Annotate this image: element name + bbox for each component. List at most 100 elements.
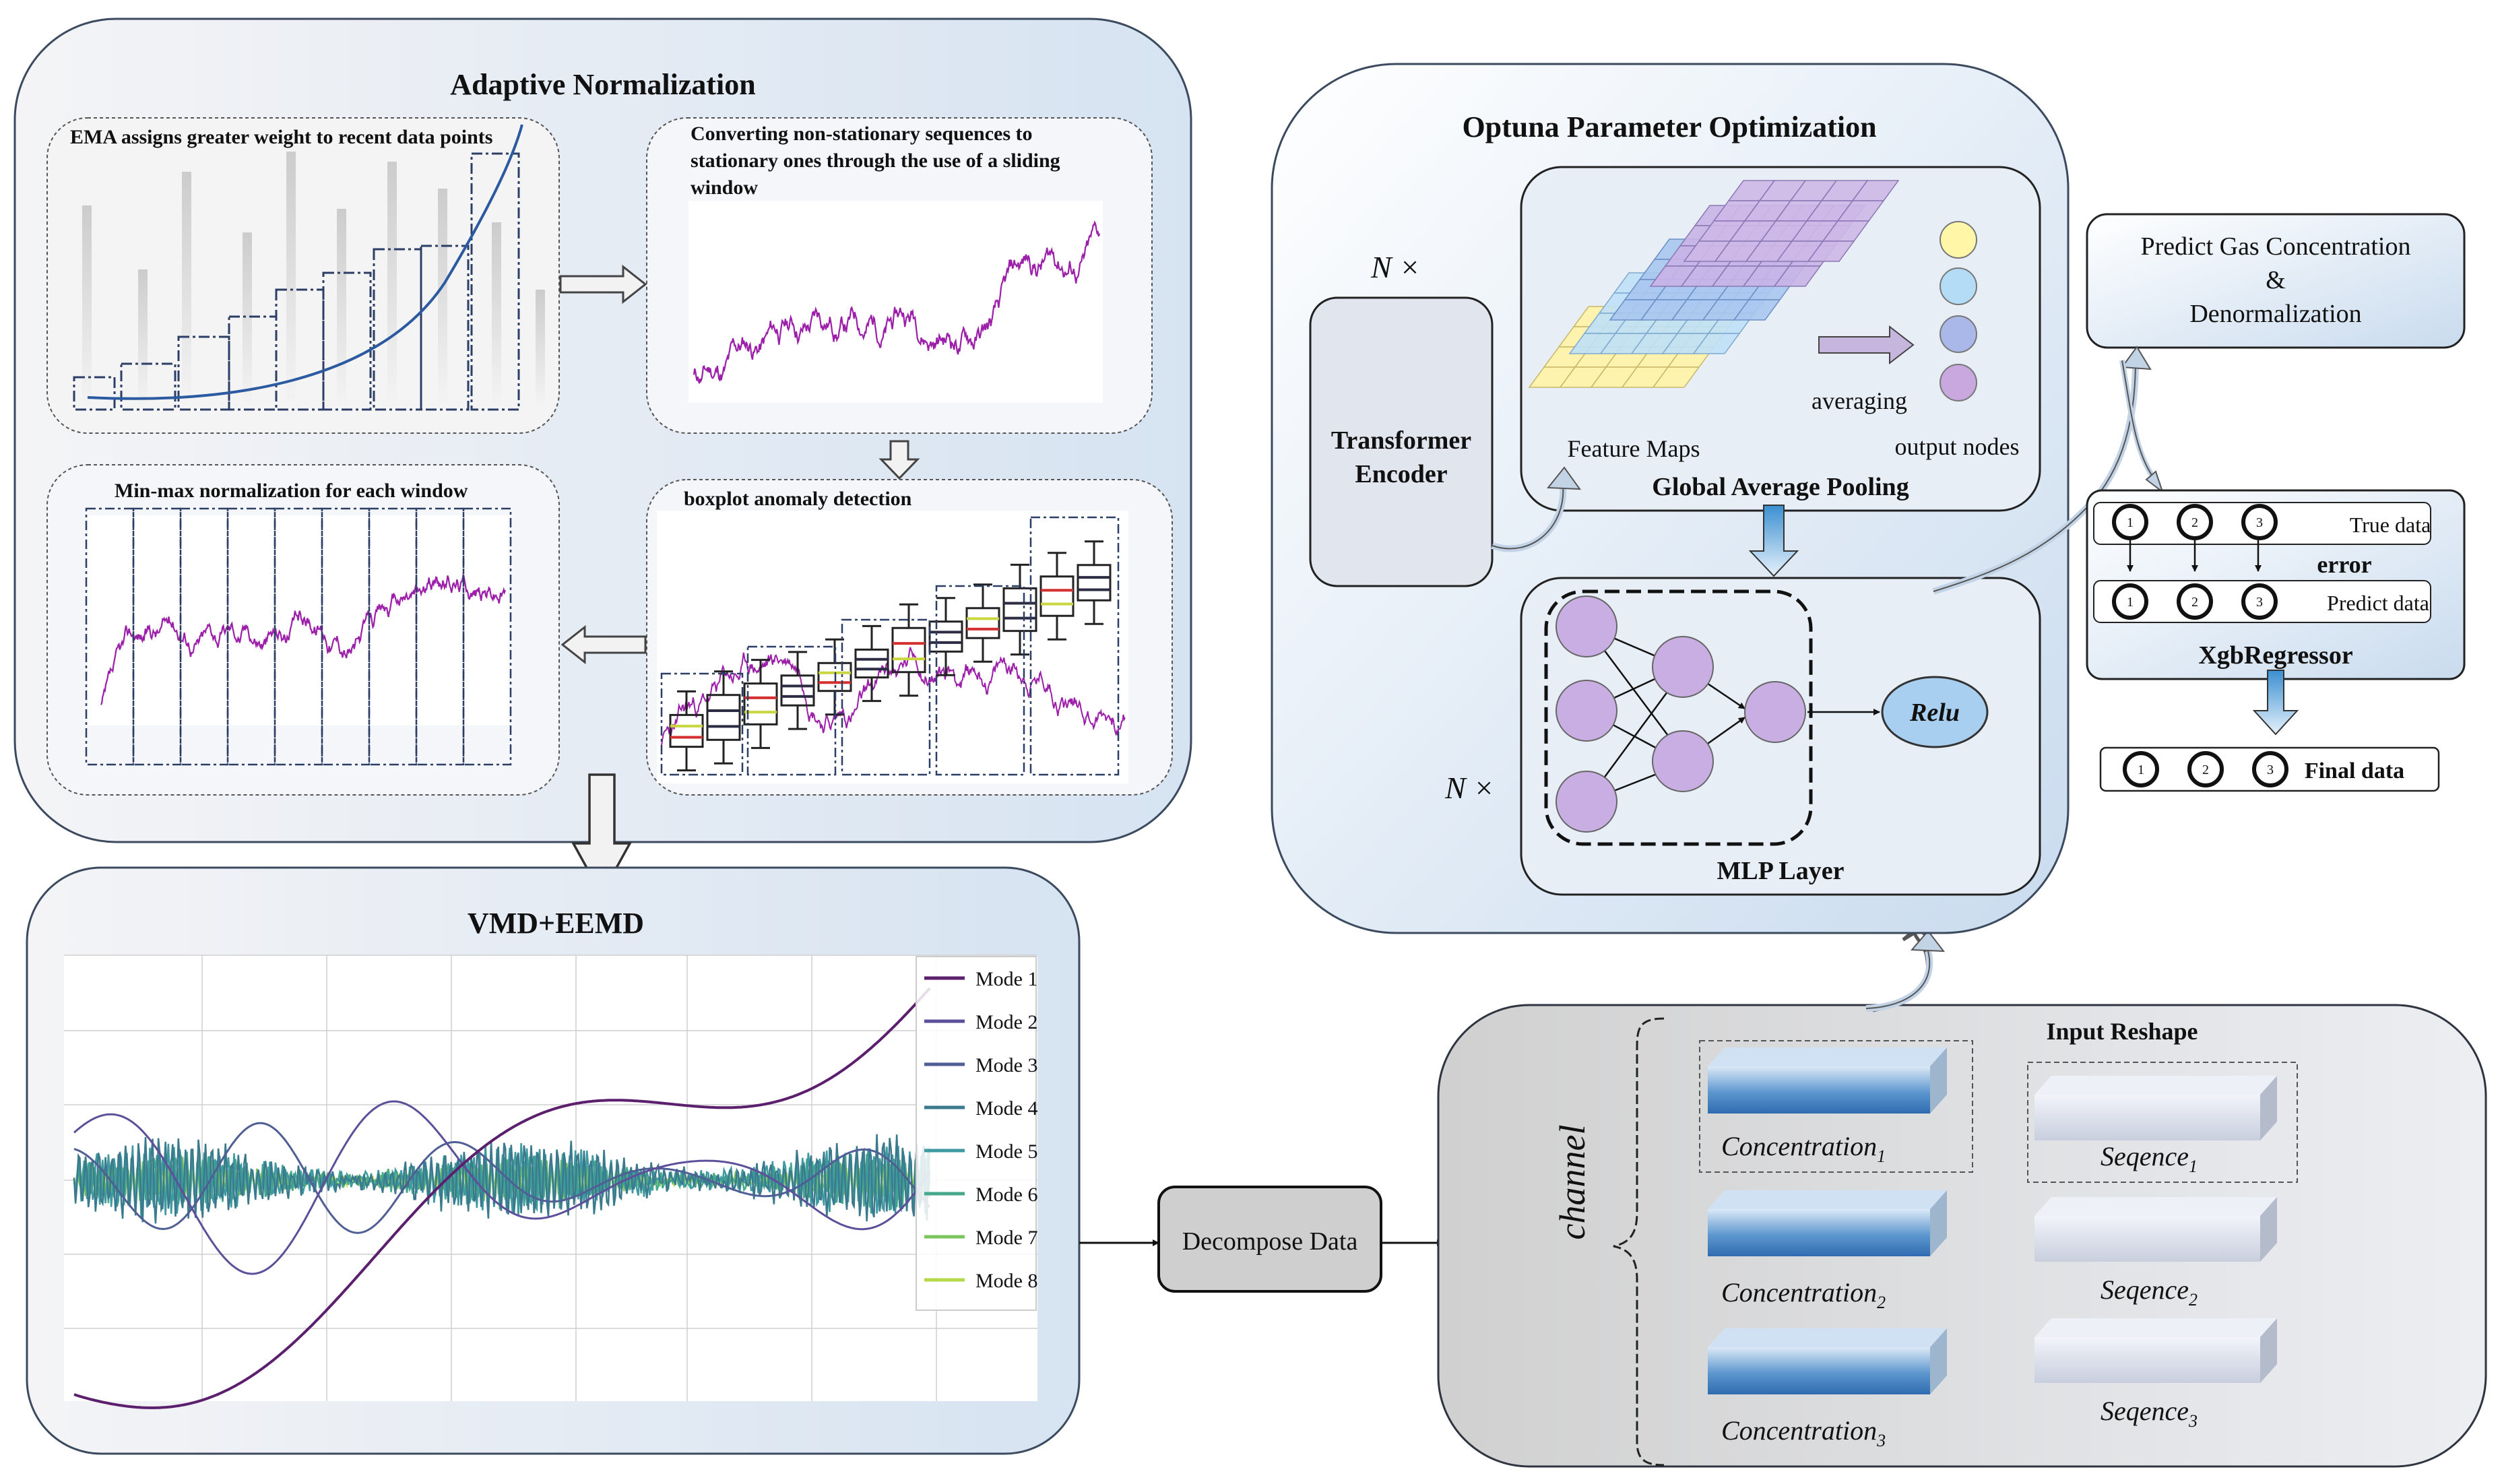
predict-line-1: Predict Gas Concentration — [2140, 232, 2410, 261]
num-3: 3 — [2267, 763, 2274, 777]
sliding-label-2: stationary ones through the use of a sli… — [691, 150, 1060, 172]
adaptive-title: Adaptive Normalization — [450, 68, 755, 101]
boxplot-box: boxplot anomaly detection — [646, 479, 1173, 796]
error-label: error — [2317, 551, 2371, 578]
predict-line-3: Denormalization — [2189, 300, 2361, 328]
mlp-dashed-frame — [1544, 589, 1813, 846]
mlp-layer-box: Relu MLP Layer — [1520, 577, 2041, 896]
minmax-box: Min-max normalization for each window — [46, 464, 560, 796]
legend-mode-2: Mode 2 — [975, 1011, 1038, 1033]
xgb-label: XgbRegressor — [2198, 641, 2353, 670]
encoder-label-1: Transformer — [1331, 426, 1471, 455]
adaptive-normalization-panel: Adaptive Normalization EMA assigns great… — [13, 18, 1192, 843]
num-1: 1 — [2138, 763, 2144, 777]
num-pred-3: 3 — [2256, 595, 2263, 610]
n-times-encoder: N × — [1370, 250, 1420, 284]
output-node-1 — [1940, 221, 1977, 259]
sequence-1-label: Seqence1 — [2101, 1141, 2198, 1176]
ema-windows — [73, 152, 520, 411]
legend-mode-8: Mode 8 — [975, 1270, 1038, 1292]
ema-label: EMA assigns greater weight to recent dat… — [70, 126, 492, 148]
mlp-input-node-1 — [1556, 595, 1617, 657]
output-node-2 — [1940, 267, 1977, 305]
reshape-title: Input Reshape — [2046, 1018, 2198, 1045]
boxplot-label: boxplot anomaly detection — [684, 488, 912, 510]
true-data-label: True data — [2350, 513, 2431, 537]
legend-mode-4: Mode 4 — [975, 1097, 1038, 1120]
averaging-arrow — [1818, 325, 1915, 365]
final-data-label: Final data — [2305, 759, 2404, 783]
mlp-input-node-3 — [1556, 771, 1617, 833]
vmd-title: VMD+EEMD — [468, 907, 644, 940]
num-pred-2: 2 — [2191, 595, 2198, 610]
concentration-slab-2 — [1708, 1190, 1947, 1256]
mlp-output-node — [1744, 681, 1806, 743]
arrow-sliding-to-boxplot — [878, 440, 920, 480]
n-times-mlp: N × — [1444, 771, 1494, 805]
predict-line-2: & — [2266, 266, 2286, 294]
concentration-slab-3 — [1708, 1328, 1947, 1394]
sliding-label-3: window — [691, 176, 758, 199]
input-reshape-panel: Input Reshape channel — [1437, 1004, 2487, 1468]
feature-maps — [1528, 180, 1900, 388]
vmd-mode-lines — [73, 987, 931, 1409]
sequence-slab-1 — [2034, 1076, 2277, 1140]
averaging-label: averaging — [1812, 387, 1907, 414]
sequence-slab-3 — [2034, 1318, 2277, 1383]
num-2: 2 — [2202, 763, 2209, 777]
sequence-1-frame — [2027, 1062, 2298, 1183]
mlp-hidden-node-1 — [1652, 636, 1714, 698]
sliding-series — [693, 220, 1101, 384]
output-node-3 — [1940, 315, 1977, 353]
arrow-ema-to-sliding — [559, 264, 647, 304]
channel-label: channel — [1552, 1125, 1593, 1240]
sliding-label-1: Converting non-stationary sequences to — [691, 123, 1033, 145]
mlp-input-node-2 — [1556, 680, 1617, 742]
sliding-window-box: Converting non-stationary sequences to s… — [646, 117, 1153, 434]
output-nodes-label: output nodes — [1895, 433, 2020, 460]
optuna-panel: Optuna Parameter Optimization N × Transf… — [1271, 63, 2070, 934]
concentration-slab-1 — [1708, 1047, 1947, 1114]
optuna-title: Optuna Parameter Optimization — [1462, 110, 1876, 143]
arrow-xgb-to-final — [2252, 670, 2299, 736]
global-average-pooling-box: averaging output nodes Feature Maps Glob… — [1520, 166, 2041, 512]
ema-background-bars — [82, 152, 545, 408]
num-3: 3 — [2256, 515, 2263, 530]
feature-maps-label: Feature Maps — [1568, 435, 1700, 462]
num-2: 2 — [2191, 515, 2198, 530]
predict-data-label: Predict data — [2327, 591, 2429, 615]
concentration-3-label: Concentration3 — [1721, 1415, 1886, 1450]
legend-mode-5: Mode 5 — [975, 1140, 1038, 1163]
concentration-2-label: Concentration2 — [1721, 1277, 1886, 1312]
decompose-data-box: Decompose Data — [1157, 1186, 1382, 1293]
sequence-slab-2 — [2034, 1197, 2277, 1262]
boxplot-glyphs — [669, 540, 1112, 772]
transformer-encoder-box: Transformer Encoder — [1309, 296, 1494, 587]
decompose-label: Decompose Data — [1182, 1227, 1358, 1256]
ema-box: EMA assigns greater weight to recent dat… — [46, 117, 560, 434]
mlp-hidden-node-2 — [1652, 730, 1714, 792]
concentration-1-frame — [1699, 1040, 1973, 1173]
minmax-label: Min-max normalization for each window — [115, 480, 468, 502]
relu-label: Relu — [1909, 699, 1960, 727]
legend-mode-6: Mode 6 — [975, 1184, 1038, 1206]
final-data-box: 1 2 3 Final data — [2099, 746, 2440, 792]
legend-mode-7: Mode 7 — [975, 1227, 1038, 1249]
relu-node — [1881, 676, 1989, 748]
channel-brace — [1613, 1017, 1665, 1466]
num-pred-1: 1 — [2127, 595, 2134, 610]
concentration-1-label: Concentration1 — [1721, 1131, 1886, 1166]
sequence-3-label: Seqence3 — [2101, 1396, 2198, 1431]
arrow-boxplot-to-minmax — [560, 624, 647, 665]
num-1: 1 — [2127, 515, 2134, 530]
arrow-gap-to-mlp — [1748, 505, 1799, 577]
output-node-4 — [1940, 364, 1977, 401]
legend-mode-3: Mode 3 — [975, 1054, 1038, 1076]
xgb-regressor-box: 1 2 3 1 2 3 True data error Predict data XgbR… — [2086, 489, 2466, 680]
ema-curve — [87, 124, 523, 400]
sequence-2-label: Seqence2 — [2101, 1275, 2198, 1310]
predict-gas-box: Predict Gas Concentration & Denormalizat… — [2086, 213, 2466, 349]
